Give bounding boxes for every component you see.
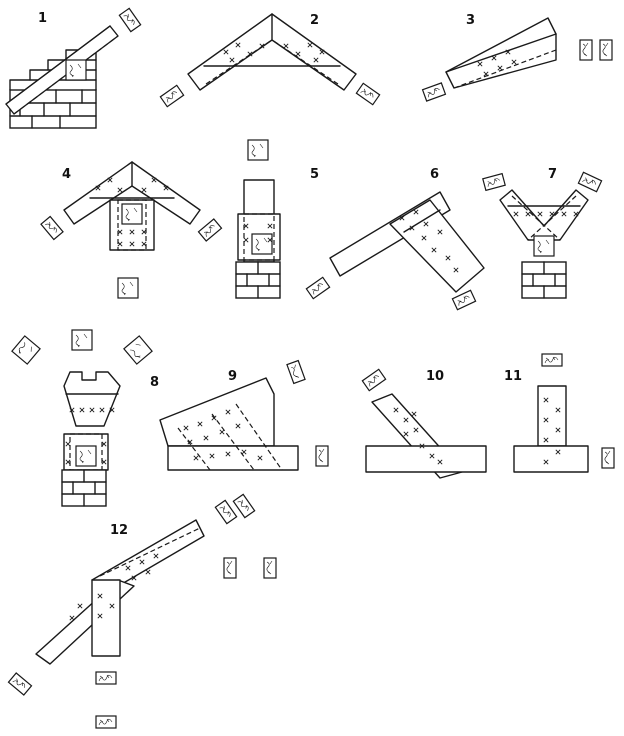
- figure-6: 6: [329, 167, 485, 311]
- figure-10-label: 10: [426, 369, 444, 384]
- figure-2: 2: [159, 13, 381, 108]
- figure-12: 12: [7, 493, 277, 729]
- figure-4-label: 4: [62, 167, 71, 182]
- figure-10: 10: [361, 368, 487, 479]
- figure-3: 3: [421, 13, 613, 102]
- figure-5-label: 5: [310, 167, 319, 182]
- figure-2-label: 2: [310, 13, 319, 28]
- figure-1-rafter-section: [118, 7, 142, 33]
- figure-5: 5: [235, 139, 331, 300]
- figure-9: 9: [159, 359, 329, 471]
- figure-1-section: [65, 59, 87, 81]
- figure-8-label: 8: [150, 375, 159, 390]
- figure-3-label: 3: [466, 13, 475, 28]
- figure-11: 11: [504, 353, 615, 473]
- figure-6-label: 6: [430, 167, 439, 182]
- figure-4: 4: [40, 161, 223, 299]
- figure-12-label: 12: [110, 523, 128, 538]
- figure-1-brick-wall: [9, 49, 97, 129]
- figure-7-label: 7: [548, 167, 557, 182]
- figure-8: 8: [11, 329, 159, 507]
- figure-1-label: 1: [38, 11, 47, 26]
- figure-11-label: 11: [504, 369, 522, 384]
- figure-9-label: 9: [228, 369, 237, 384]
- figure-7: 7: [482, 167, 603, 299]
- figure-1: 1: [5, 7, 142, 129]
